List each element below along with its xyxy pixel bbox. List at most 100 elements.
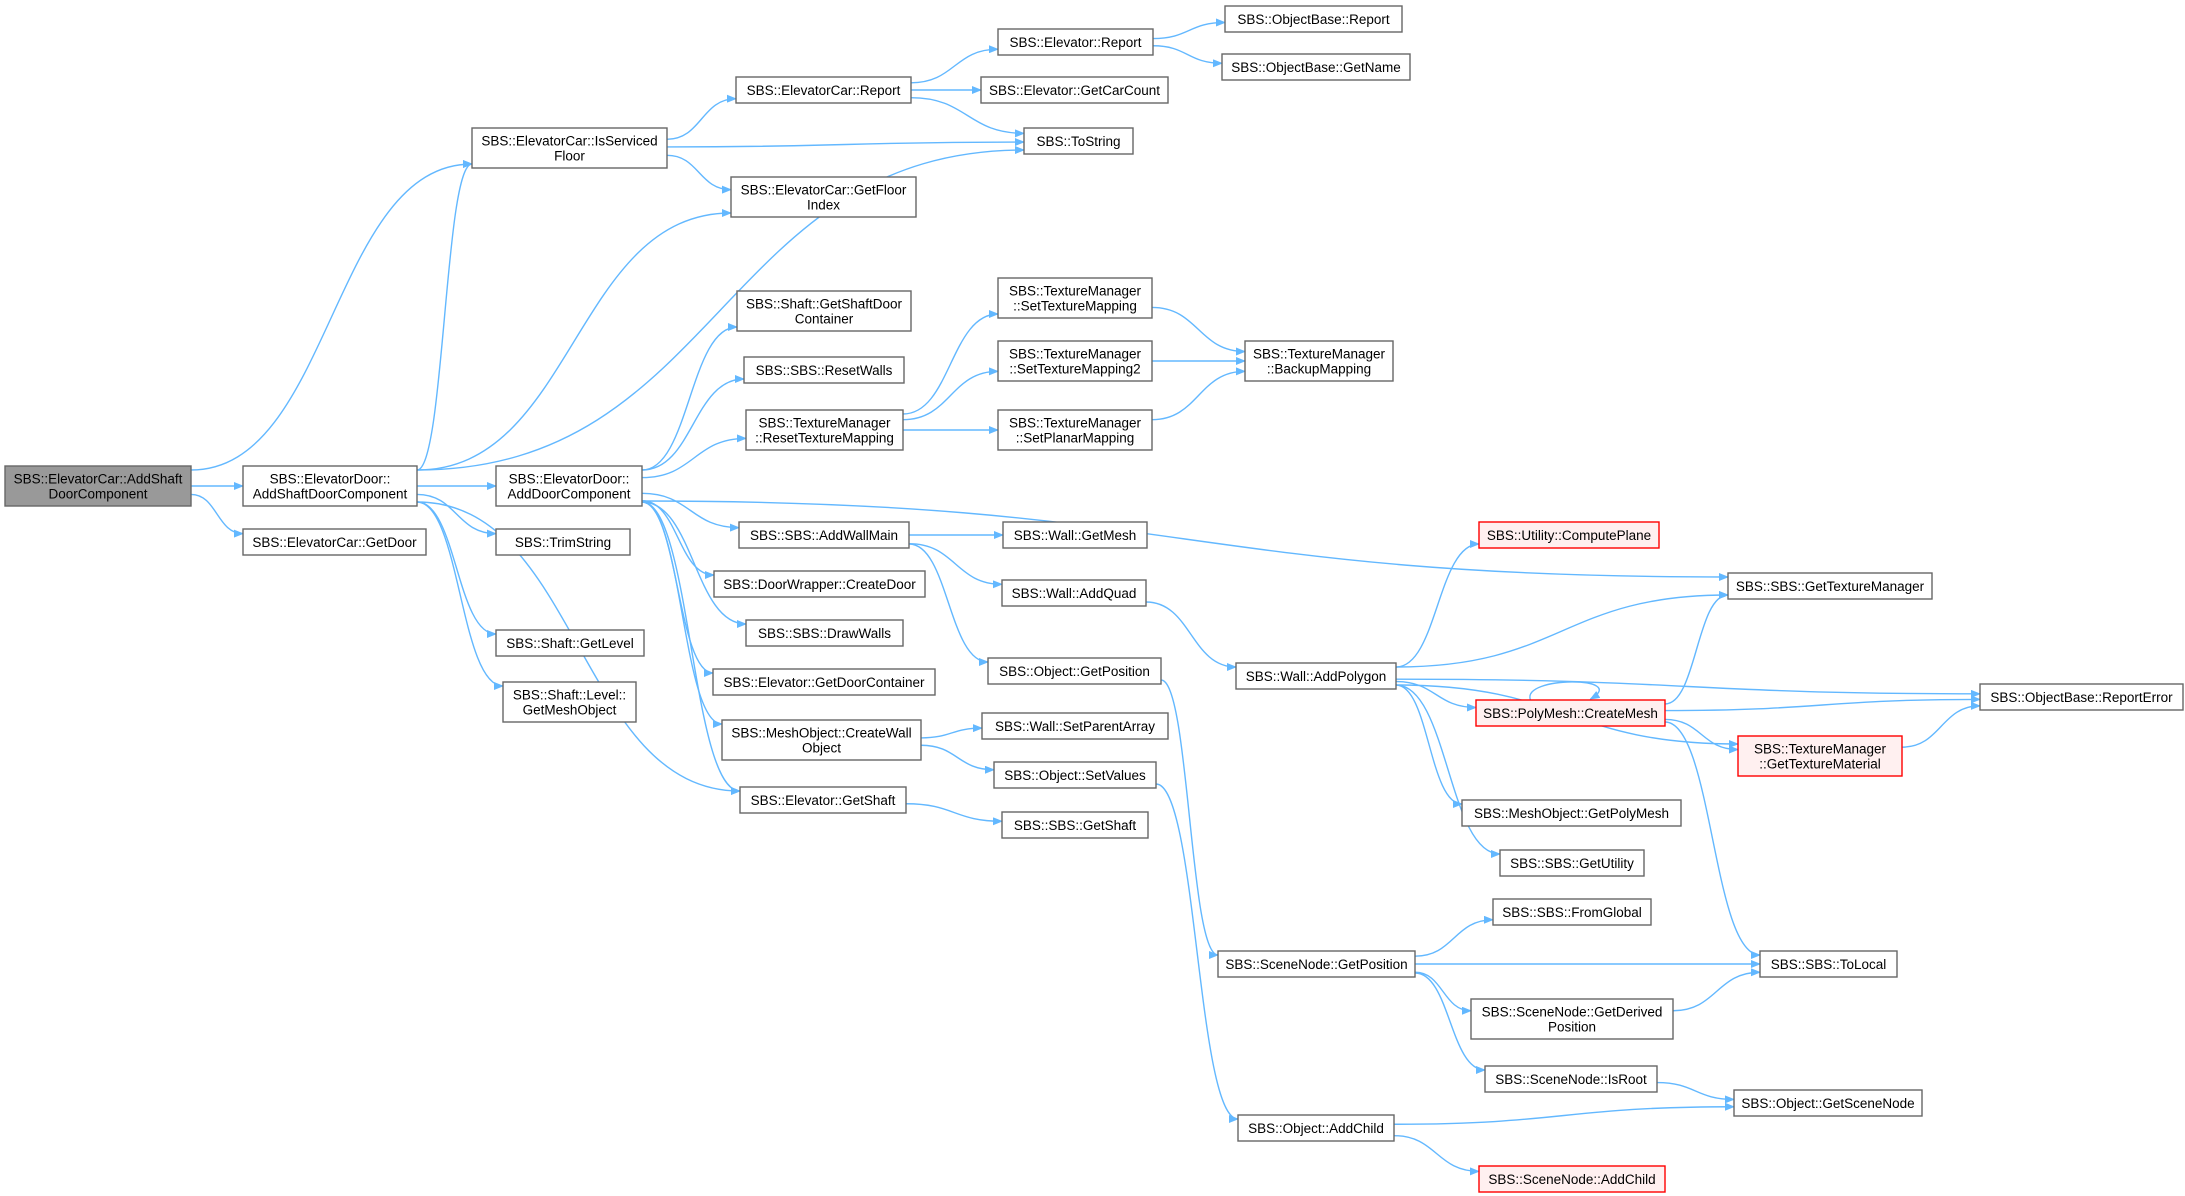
function-node[interactable]: SBS::Elevator::GetCarCount (980, 76, 1169, 104)
edge-line (910, 45, 999, 84)
call-edge (641, 500, 715, 579)
node-label: SBS::SBS::GetUtility (1510, 856, 1634, 871)
function-node[interactable]: SBS::SBS::GetShaft (1001, 811, 1149, 839)
function-node[interactable]: SBS::TextureManager::SetTextureMapping (997, 277, 1153, 319)
edge-line (666, 138, 1025, 148)
function-node[interactable]: SBS::Shaft::GetLevel (495, 629, 645, 657)
node-label: SBS::Wall::SetParentArray (995, 719, 1155, 734)
function-node[interactable]: SBS::SceneNode::IsRoot (1484, 1065, 1658, 1093)
node-box (1733, 1089, 1923, 1117)
edge-line (1672, 968, 1761, 1012)
function-node[interactable]: SBS::SceneNode::GetPosition (1217, 950, 1416, 978)
function-node[interactable]: SBS::SBS::GetUtility (1499, 849, 1645, 877)
function-node[interactable]: SBS::ElevatorDoor::AddShaftDoorComponent (242, 465, 418, 507)
function-node[interactable]: SBS::SBS::ToLocal (1759, 950, 1898, 978)
call-edge (641, 492, 740, 532)
function-node[interactable]: SBS::TextureManager::ResetTextureMapping (745, 409, 904, 451)
function-node[interactable]: SBS::Elevator::GetDoorContainer (712, 668, 936, 696)
call-edge (1395, 540, 1480, 668)
node-box (1979, 683, 2184, 711)
node-box (1001, 811, 1149, 839)
edge-line (1414, 915, 1494, 957)
function-node[interactable]: SBS::Wall::AddQuad (1001, 579, 1147, 607)
function-node[interactable]: SBS::SceneNode::AddChild (1478, 1165, 1666, 1193)
function-node[interactable]: SBS::Object::SetValues (993, 761, 1157, 789)
function-node[interactable]: SBS::MeshObject::GetPolyMesh (1461, 799, 1682, 827)
function-node[interactable]: SBS::PolyMesh::CreateMesh (1475, 699, 1666, 727)
node-box (1461, 799, 1682, 827)
function-node[interactable]: SBS::Object::GetPosition (987, 657, 1162, 685)
root-function-node[interactable]: SBS::ElevatorCar::AddShaftDoorComponent (4, 465, 192, 507)
node-label: SBS::Elevator::GetCarCount (989, 83, 1160, 98)
node-box (721, 719, 922, 761)
edge-line (920, 744, 995, 774)
function-node[interactable]: SBS::TextureManager::BackupMapping (1244, 340, 1394, 382)
function-node[interactable]: SBS::ToString (1023, 127, 1134, 155)
function-node[interactable]: SBS::ElevatorCar::Report (735, 76, 912, 104)
node-label: SBS::Object::AddChild (1248, 1121, 1384, 1136)
node-box (1217, 950, 1416, 978)
function-node[interactable]: SBS::ObjectBase::Report (1224, 5, 1403, 33)
function-node[interactable]: SBS::Object::AddChild (1237, 1114, 1395, 1142)
edge-line (641, 375, 745, 471)
function-node[interactable]: SBS::ElevatorCar::GetDoor (242, 528, 427, 556)
edge-line (1151, 367, 1246, 421)
node-box (495, 528, 631, 556)
edge-line (190, 160, 473, 471)
function-node[interactable]: SBS::SBS::DrawWalls (745, 619, 904, 647)
function-node[interactable]: SBS::SBS::GetTextureManager (1727, 572, 1933, 600)
function-node[interactable]: SBS::ElevatorDoor::AddDoorComponent (495, 465, 643, 507)
call-edge (666, 138, 1025, 148)
edge-line (1664, 718, 1739, 754)
function-node[interactable]: SBS::Elevator::GetShaft (739, 786, 907, 814)
edge-line (641, 501, 741, 795)
function-node[interactable]: SBS::TextureManager::SetTextureMapping2 (997, 340, 1153, 382)
node-label: SBS::ObjectBase::GetName (1231, 60, 1401, 75)
call-edge (641, 501, 747, 628)
node-label: SBS::TrimString (515, 535, 611, 550)
node-box (1484, 1065, 1658, 1093)
edge-line (416, 146, 1025, 471)
node-box (1737, 735, 1903, 777)
function-node[interactable]: SBS::Object::GetSceneNode (1733, 1089, 1923, 1117)
function-node[interactable]: SBS::SBS::AddWallMain (738, 521, 910, 549)
node-label: SBS::Elevator::Report (1009, 35, 1141, 50)
function-node[interactable]: SBS::SBS::ResetWalls (743, 356, 905, 384)
function-node[interactable]: SBS::Elevator::Report (997, 28, 1154, 56)
call-edge (1656, 1081, 1735, 1104)
function-node[interactable]: SBS::TextureManager::GetTextureMaterial (1737, 735, 1903, 777)
node-label: SBS::SceneNode::GetDerived (1482, 1005, 1663, 1020)
edge-line (1395, 678, 1981, 698)
node-box (993, 761, 1157, 789)
function-node[interactable]: SBS::Wall::SetParentArray (981, 712, 1169, 740)
call-edge (1672, 968, 1761, 1012)
function-node[interactable]: SBS::ObjectBase::ReportError (1979, 683, 2184, 711)
function-node[interactable]: SBS::Wall::GetMesh (1002, 521, 1148, 549)
node-box (495, 465, 643, 507)
node-label: SBS::TextureManager (758, 416, 891, 431)
node-box (987, 657, 1162, 685)
function-node[interactable]: SBS::TrimString (495, 528, 631, 556)
function-node[interactable]: SBS::Utility::ComputePlane (1478, 521, 1660, 549)
edge-line (641, 500, 1729, 581)
function-node[interactable]: SBS::SBS::FromGlobal (1492, 898, 1652, 926)
function-node[interactable]: SBS::TextureManager::SetPlanarMapping (997, 409, 1153, 451)
node-label: Floor (554, 149, 585, 164)
edge-line (920, 724, 983, 739)
node-box (997, 340, 1153, 382)
node-label: SBS::ElevatorCar::AddShaft (14, 472, 183, 487)
function-node[interactable]: SBS::Wall::AddPolygon (1235, 662, 1397, 690)
node-label: DoorComponent (48, 487, 147, 502)
edge-line (416, 501, 504, 690)
call-edge (1151, 306, 1246, 356)
node-label: SBS::Object::SetValues (1004, 768, 1146, 783)
function-node[interactable]: SBS::Shaft::Level::GetMeshObject (502, 681, 637, 723)
function-node[interactable]: SBS::ObjectBase::GetName (1221, 53, 1411, 81)
function-node[interactable]: SBS::DoorWrapper::CreateDoor (713, 570, 926, 598)
